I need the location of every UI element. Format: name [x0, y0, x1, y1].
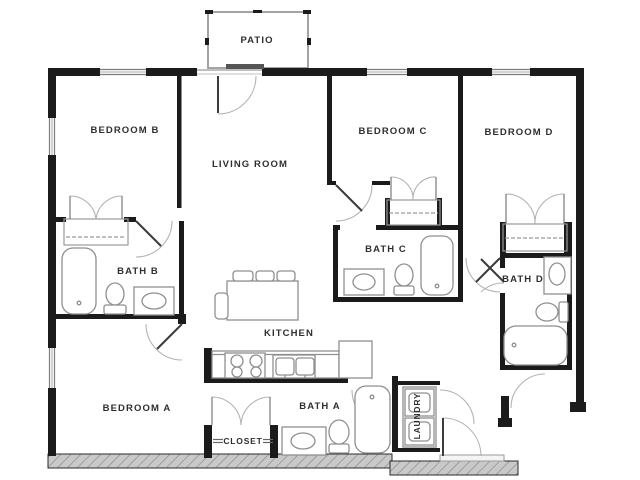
closet-d-door-arcs	[505, 193, 565, 225]
room-labels: PATIO BEDROOM B LIVING ROOM BEDROOM C BE…	[90, 35, 553, 446]
footing-hatch	[47, 453, 519, 476]
bar-stool	[255, 270, 275, 282]
laundry-door-arc	[439, 389, 475, 425]
toilet-bath-d	[535, 301, 569, 323]
room-label-kitchen: KITCHEN	[264, 328, 314, 339]
vanity-bath-a	[281, 426, 327, 456]
bathtub-bath-a	[354, 385, 391, 454]
fixtures	[61, 235, 572, 456]
entry-door-arc	[442, 417, 482, 457]
room-label-bath-c: BATH C	[365, 244, 407, 255]
bathtub-bath-b	[61, 247, 97, 315]
vanity-bath-d	[543, 256, 572, 295]
room-label-bath-a: BATH A	[299, 401, 340, 412]
bathtub-bath-c	[420, 235, 454, 296]
washer-dryer	[402, 386, 437, 448]
closet-box-bedroom-b	[63, 218, 129, 246]
room-label-bath-d: BATH D	[502, 274, 544, 285]
room-label-bedroom-a: BEDROOM A	[103, 403, 172, 414]
window-bedroom-b	[100, 68, 146, 76]
window-bedroom-c	[367, 68, 407, 76]
kitchen-sink	[272, 354, 316, 379]
patio-door-threshold	[197, 64, 264, 75]
room-label-laundry: LAUNDRY	[412, 393, 422, 440]
bath-b-door-arc	[135, 220, 173, 258]
bath-d-door-arc	[480, 282, 505, 293]
room-label-bedroom-c: BEDROOM C	[358, 126, 427, 137]
windows	[48, 64, 530, 388]
room-label-closet: CLOSET	[223, 436, 262, 446]
closet-shelving	[63, 199, 568, 444]
closet-a-shelf-marks	[213, 438, 273, 444]
chair	[214, 292, 229, 320]
room-label-bath-b: BATH B	[117, 266, 159, 277]
window-bedroom-b-left	[48, 118, 56, 155]
bath-d-door-leaf	[480, 258, 505, 283]
bar-stool	[276, 270, 296, 282]
closet-door-leaves	[69, 177, 565, 425]
toilet-bath-c	[393, 263, 415, 296]
bath-b-door-leaf	[135, 220, 162, 247]
bedroom-a-door-leaf	[156, 323, 183, 350]
closet-c-door-arcs	[390, 176, 437, 201]
room-label-living-room: LIVING ROOM	[212, 159, 288, 170]
window-bedroom-d	[492, 68, 530, 76]
exterior-walls	[48, 68, 586, 456]
patio-door-arc	[217, 75, 257, 115]
patio-corner-ticks	[205, 10, 311, 45]
range-stove	[224, 352, 266, 379]
refrigerator	[338, 340, 373, 379]
vanity-bath-c	[343, 268, 385, 296]
toilet-bath-b	[103, 282, 127, 315]
entry-threshold	[439, 454, 505, 462]
vanity-bath-b	[133, 286, 175, 316]
bedroom-d-door-leaf	[475, 257, 501, 283]
patio-slider-panel	[226, 64, 264, 69]
hall-door-arc	[510, 373, 546, 409]
toilet-bath-a	[328, 419, 350, 454]
closet-b-door-arcs	[69, 195, 123, 220]
room-label-bedroom-b: BEDROOM B	[90, 125, 159, 136]
room-label-bedroom-d: BEDROOM D	[484, 127, 553, 138]
bedroom-c-door-leaf	[335, 184, 363, 212]
bar-stool	[232, 270, 254, 282]
bathtub-bath-d	[503, 325, 568, 366]
room-label-patio: PATIO	[240, 35, 273, 46]
kitchen-island	[214, 270, 299, 321]
bedroom-a-door-arc	[145, 323, 183, 361]
closet-a-door-arcs	[211, 396, 271, 426]
window-bedroom-a-left	[48, 348, 56, 388]
